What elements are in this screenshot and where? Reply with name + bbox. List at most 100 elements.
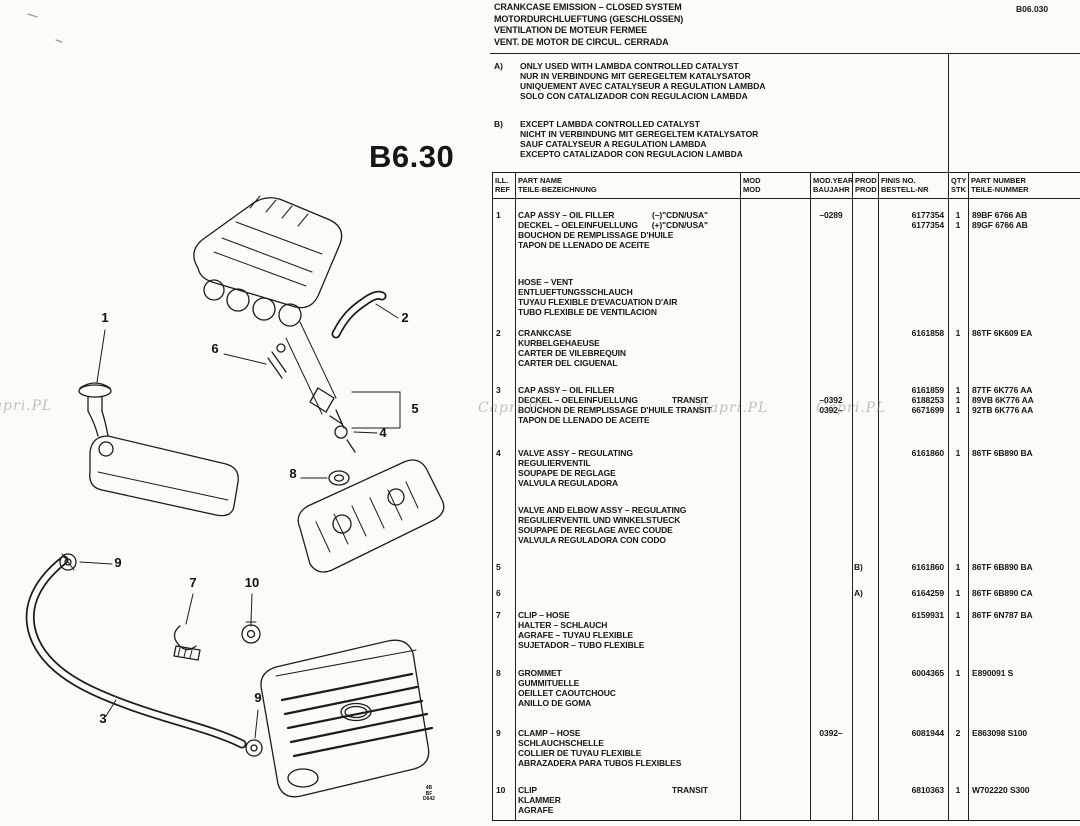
cell-mod-year: –0392 — [819, 395, 843, 405]
cell-part-name: CAP ASSY – OIL FILLER(–)"CDN/USA" — [515, 210, 740, 220]
part-name-text: SUJETADOR – TUBO FLEXIBLE — [518, 640, 645, 650]
note-lines: ONLY USED WITH LAMBDA CONTROLLED CATALYS… — [520, 61, 766, 101]
cell-part-number — [968, 630, 1080, 640]
note-key: B) — [494, 119, 503, 129]
part-name-text: SOUPAPE DE REGLAGE — [518, 468, 616, 478]
callout-7: 7 — [189, 575, 196, 590]
cell-mod — [740, 738, 810, 748]
left-valve-cover-art — [89, 435, 239, 517]
cell-mod — [740, 448, 810, 458]
column-header-line: TEILE-BEZEICHNUNG — [518, 185, 597, 194]
cell-part-name: TUYAU FLEXIBLE D'EVACUATION D'AIR — [515, 297, 740, 307]
cell-mod-year — [810, 620, 852, 630]
cell-finis-no — [878, 738, 948, 748]
intake-manifold-art — [193, 195, 343, 327]
part-name-text: ENTLUEFTUNGSSCHLAUCH — [518, 287, 633, 297]
cell-ill-ref — [492, 738, 515, 748]
vent-hose-art — [331, 290, 387, 339]
cell-part-number: 86TF 6K609 EA — [972, 328, 1033, 338]
column-header-line: MOD — [743, 185, 761, 194]
cell-mod-year — [810, 668, 852, 678]
cell-mod — [740, 348, 810, 358]
note-line: SAUF CATALYSEUR A REGULATION LAMBDA — [520, 139, 707, 149]
column-header-line: BAUJAHR — [813, 185, 850, 194]
cell-ill-ref — [492, 758, 515, 768]
cell-finis-no — [878, 515, 948, 525]
cell-finis-no: 6081944 — [911, 728, 945, 738]
cell-finis-no — [878, 630, 948, 640]
cell-qty — [948, 307, 968, 317]
part-name-text: CRANKCASE — [518, 328, 572, 338]
cell-qty: 2 — [955, 728, 961, 738]
cell-mod — [740, 620, 810, 630]
cell-finis-no — [878, 678, 948, 688]
part-name-text: REGULIERVENTIL UND WINKELSTUECK — [518, 515, 681, 525]
cell-mod — [740, 230, 810, 240]
cell-qty — [948, 287, 968, 297]
cell-prod — [852, 210, 878, 220]
cell-prod — [852, 535, 878, 545]
cell-ill-ref — [492, 240, 515, 250]
cell-mod — [740, 220, 810, 230]
table-border — [948, 53, 950, 820]
cell-mod — [740, 588, 810, 598]
column-header-line: REF — [495, 185, 510, 194]
cell-qty — [948, 230, 968, 240]
cell-part-name: TAPON DE LLENADO DE ACEITE — [515, 415, 740, 425]
cell-ill-ref — [492, 698, 515, 708]
cell-part-number — [968, 468, 1080, 478]
cell-qty — [948, 458, 968, 468]
cell-mod-year: 0392– — [819, 405, 843, 415]
cell-finis-no — [878, 297, 948, 307]
cell-finis-no — [878, 348, 948, 358]
cell-ill-ref — [492, 415, 515, 425]
scan-artifact — [27, 13, 63, 43]
column-header-line: PROD — [855, 176, 877, 185]
title-line: MOTORDURCHLUEFTUNG (GESCHLOSSEN) — [494, 13, 684, 24]
note-a: A)ONLY USED WITH LAMBDA CONTROLLED CATAL… — [494, 61, 954, 101]
cell-qty — [948, 758, 968, 768]
cell-part-number — [968, 795, 1080, 805]
cell-part-number — [968, 738, 1080, 748]
callout-9: 9 — [114, 555, 121, 570]
cell-qty — [948, 738, 968, 748]
cell-mod-year — [810, 795, 852, 805]
cell-finis-no: 6161860 — [911, 562, 945, 572]
cell-finis-no: 6177354 — [911, 220, 945, 230]
cell-mod — [740, 525, 810, 535]
callout-leader-lines — [79, 303, 399, 739]
cell-part-number — [968, 620, 1080, 630]
cell-ill-ref: 4 — [496, 448, 501, 458]
cell-part-number — [968, 458, 1080, 468]
cell-qty — [948, 515, 968, 525]
cell-qty — [948, 630, 968, 640]
cell-ill-ref — [492, 515, 515, 525]
cell-ill-ref: 7 — [496, 610, 501, 620]
cell-mod-year — [810, 277, 852, 287]
cell-qty — [948, 358, 968, 368]
part-name-text: ABRAZADERA PARA TUBOS FLEXIBLES — [518, 758, 682, 768]
cell-prod — [852, 678, 878, 688]
column-header-line: TEILE-NUMMER — [971, 185, 1029, 194]
cell-part-name: GROMMET — [515, 668, 740, 678]
cell-part-number: 89BF 6766 AB — [972, 210, 1028, 220]
cell-prod — [852, 415, 878, 425]
cell-prod — [852, 795, 878, 805]
part-name-text: VALVULA REGULADORA — [518, 478, 619, 488]
part-name-annotation: TRANSIT — [671, 785, 708, 795]
cell-part-number: 92TB 6K776 AA — [972, 405, 1034, 415]
cell-part-number — [968, 535, 1080, 545]
cell-prod — [852, 525, 878, 535]
cell-mod — [740, 297, 810, 307]
part-name-text: HOSE – VENT — [518, 277, 574, 287]
hose-clamp-lower-art — [245, 739, 263, 757]
cell-mod-year — [810, 348, 852, 358]
cell-ill-ref — [492, 297, 515, 307]
cell-part-name: OEILLET CAOUTCHOUC — [515, 688, 740, 698]
